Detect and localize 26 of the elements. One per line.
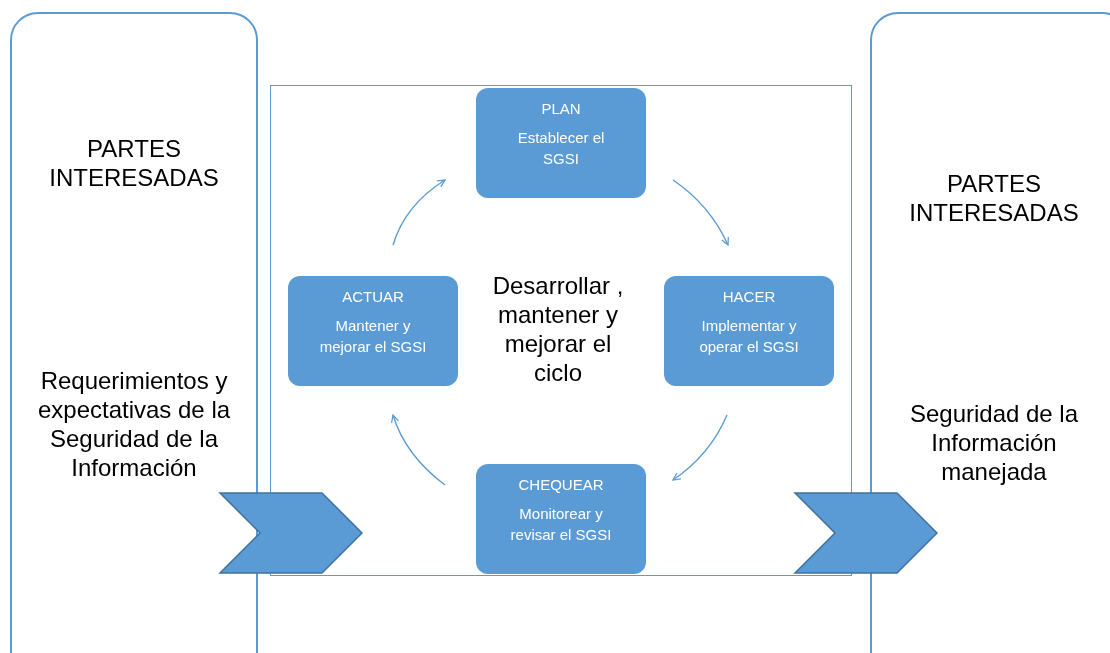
phase-title: HACER (722, 288, 776, 305)
chevron-arrow (218, 492, 364, 574)
phase-title: ACTUAR (342, 288, 404, 305)
phase-title: CHEQUEAR (518, 476, 604, 493)
phase-description: Implementar y operar el SGSI (698, 316, 800, 357)
stakeholder-panel (10, 12, 258, 653)
cycle-arrow (672, 414, 728, 481)
panel-text: Seguridad de la Información manejada (908, 399, 1080, 486)
cycle-arrow (672, 179, 729, 246)
panel-text: PARTES INTERESADAS (48, 134, 220, 192)
cycle-title: Desarrollar , mantener y mejorar el ciclo (491, 271, 625, 387)
phase-description: Mantener y mejorar el SGSI (318, 316, 428, 357)
phase-box (476, 464, 646, 574)
cycle-frame (270, 85, 852, 576)
stakeholder-panel (870, 12, 1110, 653)
phase-description: Monitorear y revisar el SGSI (509, 504, 613, 545)
panel-text: PARTES INTERESADAS (908, 169, 1080, 227)
phase-title: PLAN (541, 100, 581, 117)
phase-description: Establecer el SGSI (516, 128, 606, 169)
phase-box (476, 88, 646, 198)
cycle-arrow (392, 179, 446, 246)
phase-box (288, 276, 458, 386)
panel-text: Requerimientos y expectativas de la Seguridad de la Información (36, 366, 232, 482)
phase-box (664, 276, 834, 386)
chevron-arrow (793, 492, 939, 574)
cycle-arrow (391, 414, 446, 486)
